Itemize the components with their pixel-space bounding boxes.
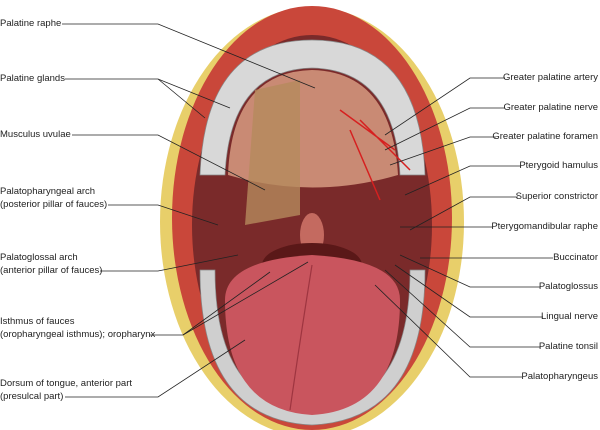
label-line: (oropharyngeal isthmus); oropharynx (0, 329, 156, 340)
upper-teeth (199, 39, 426, 176)
label-palatopharyngeus: Palatopharyngeus (521, 371, 598, 382)
palatine-vessels (339, 109, 411, 201)
label-lingual-nerve: Lingual nerve (540, 311, 598, 322)
label-line: Isthmus of fauces (0, 316, 75, 327)
label-greater-palatine-foramen: Greater palatine foramen (492, 131, 598, 142)
label-pterygoid-hamulus: Pterygoid hamulus (519, 160, 598, 171)
leader-lines (62, 23, 553, 398)
label-line: Palatoglossal arch (0, 252, 78, 263)
tongue (225, 255, 400, 415)
label-buccinator: Buccinator (553, 252, 598, 263)
label-dorsum-of-tongue: Dorsum of tongue, anterior part (presulc… (0, 377, 132, 403)
label-line: (presulcal part) (0, 391, 64, 402)
label-musculus-uvulae: Musculus uvulae (0, 129, 71, 140)
label-palatoglossal-arch: Palatoglossal arch (anterior pillar of f… (0, 251, 102, 277)
label-isthmus-of-fauces: Isthmus of fauces (oropharyngeal isthmus… (0, 315, 155, 341)
palatine-glands-left (245, 80, 300, 225)
label-line: (anterior pillar of fauces) (0, 265, 103, 276)
tongue-median-sulcus (289, 264, 313, 411)
label-line: (posterior pillar of fauces) (0, 199, 108, 210)
label-superior-constrictor: Superior constrictor (515, 191, 598, 202)
label-greater-palatine-nerve: Greater palatine nerve (503, 102, 598, 113)
label-line: Palatopharyngeal arch (0, 186, 96, 197)
mouth-drawing (160, 6, 464, 430)
label-greater-palatine-artery: Greater palatine artery (502, 72, 598, 83)
label-palatopharyngeal-arch: Palatopharyngeal arch (posterior pillar … (0, 185, 107, 211)
label-palatine-raphe: Palatine raphe (0, 18, 62, 29)
label-palatoglossus: Palatoglossus (538, 281, 598, 292)
label-palatine-tonsil: Palatine tonsil (538, 341, 598, 352)
label-palatine-glands: Palatine glands (0, 73, 65, 84)
label-line: Dorsum of tongue, anterior part (0, 378, 133, 389)
label-pterygomandibular-raphe: Pterygomandibular raphe (491, 221, 598, 232)
